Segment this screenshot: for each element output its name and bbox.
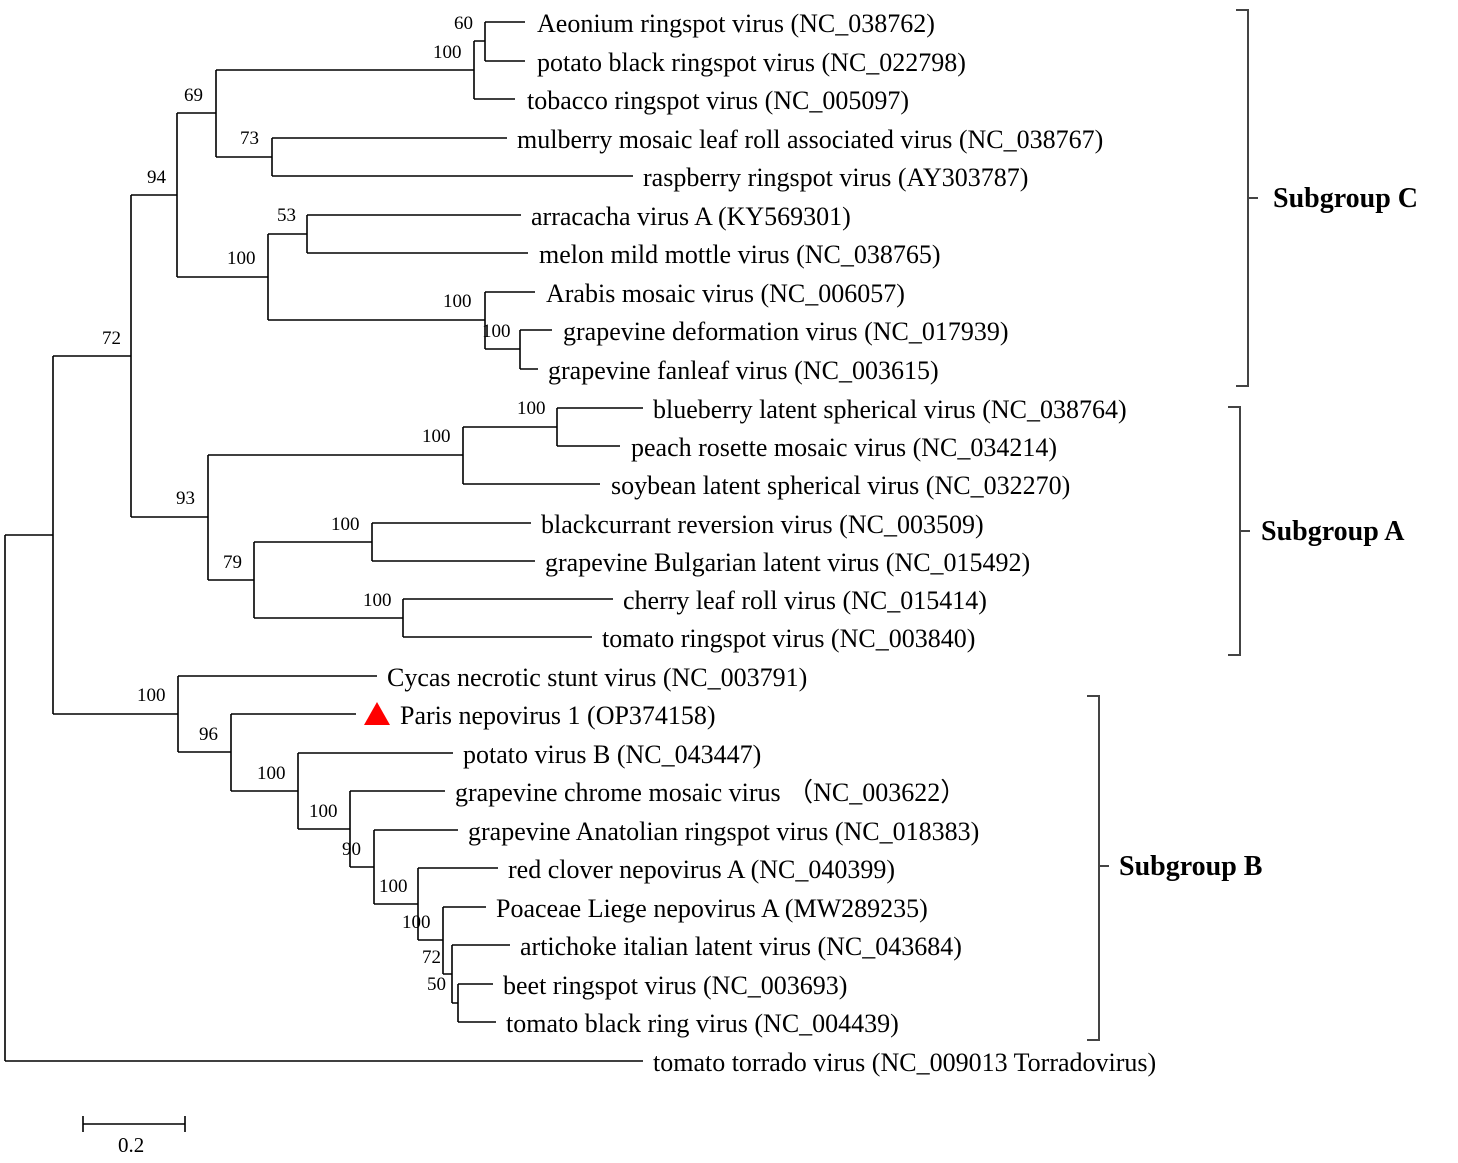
bootstrap-value: 100	[517, 398, 546, 419]
branch-node-100e	[462, 426, 557, 484]
red-triangle-marker	[364, 702, 390, 725]
leaf-label: beet ringspot virus (NC_003693)	[503, 971, 847, 1000]
leaf-label: Cycas necrotic stunt virus (NC_003791)	[387, 663, 807, 692]
bootstrap-value: 100	[227, 248, 256, 269]
branch-node-100l	[53, 676, 179, 752]
leaf-label: arracacha virus A (KY569301)	[531, 202, 851, 231]
branch-node-96	[178, 714, 232, 791]
branch-node-100j	[298, 791, 351, 867]
bootstrap-value: 60	[454, 13, 473, 34]
leaf-label: artichoke italian latent virus (NC_04368…	[520, 932, 962, 961]
branch-node-50	[452, 984, 459, 1022]
leaf-label: blueberry latent spherical virus (NC_038…	[653, 395, 1127, 424]
leaf-labels: Aeonium ringspot virus (NC_038762)potato…	[387, 9, 1156, 1077]
bootstrap-value: 72	[422, 947, 441, 968]
subgroup-brackets	[1087, 9, 1258, 1041]
bootstrap-value: 53	[277, 205, 296, 226]
bootstrap-value: 96	[199, 724, 218, 745]
leaf-label: grapevine Bulgarian latent virus (NC_015…	[545, 548, 1030, 577]
leaf-label: mulberry mosaic leaf roll associated vir…	[517, 125, 1103, 154]
bootstrap-value: 100	[443, 291, 472, 312]
bootstrap-value: 90	[342, 839, 361, 860]
leaf-label: Aeonium ringspot virus (NC_038762)	[537, 9, 935, 38]
leaf-label: Poaceae Liege nepovirus A (MW289235)	[496, 894, 928, 923]
bootstrap-value: 100	[422, 426, 451, 447]
leaf-label: tomato black ring virus (NC_004439)	[506, 1009, 899, 1038]
bracket-subgroup-b	[1087, 695, 1109, 1041]
leaf-label: tomato torrado virus (NC_009013 Torradov…	[653, 1048, 1156, 1077]
branch-root	[4, 534, 53, 1061]
leaf-label: raspberry ringspot virus (AY303787)	[643, 163, 1028, 192]
bootstrap-value: 79	[223, 552, 242, 573]
leaf-label: grapevine deformation virus (NC_017939)	[563, 317, 1009, 346]
leaf-label: grapevine Anatolian ringspot virus (NC_0…	[468, 817, 979, 846]
bootstrap-value: 100	[257, 763, 286, 784]
subgroup-a-label: Subgroup A	[1261, 516, 1405, 547]
bootstrap-value: 100	[137, 685, 166, 706]
bracket-subgroup-a	[1228, 406, 1250, 656]
branch-node-100h	[418, 907, 444, 974]
bootstrap-value: 100	[402, 912, 431, 933]
leaf-label: peach rosette mosaic virus (NC_034214)	[631, 433, 1057, 462]
leaf-label: potato black ringspot virus (NC_022798)	[537, 48, 966, 77]
bootstrap-value: 100	[379, 876, 408, 897]
scale-bar-label: 0.2	[118, 1133, 144, 1157]
leaf-label: tomato ringspot virus (NC_003840)	[602, 624, 975, 653]
leaf-label: blackcurrant reversion virus (NC_003509)	[541, 510, 984, 539]
subgroup-b-label: Subgroup B	[1119, 851, 1262, 882]
scale-bar: 0.2	[82, 1116, 186, 1157]
branch-node-90	[350, 830, 375, 904]
leaf-label: grapevine fanleaf virus (NC_003615)	[548, 356, 939, 385]
branch-node-72	[130, 194, 208, 518]
bootstrap-value: 100	[331, 514, 360, 535]
leaf-label: grapevine chrome mosaic virus （NC_003622…	[455, 778, 966, 807]
branch-node-100i	[374, 868, 419, 940]
bootstrap-value: 100	[433, 42, 462, 63]
leaf-label: melon mild mottle virus (NC_038765)	[539, 240, 941, 269]
bootstrap-labels: 60 100 69 73 94 53 100 100 100 72 100 100 93 100 79 100…	[102, 13, 546, 995]
bootstrap-value: 50	[427, 974, 446, 995]
bootstrap-value: 100	[363, 590, 392, 611]
bootstrap-value: 94	[147, 167, 167, 188]
subgroup-c-label: Subgroup C	[1273, 183, 1418, 214]
leaf-label: Arabis mosaic virus (NC_006057)	[546, 279, 905, 308]
bracket-subgroup-c	[1236, 9, 1258, 387]
bootstrap-value: 93	[176, 488, 195, 509]
branch-node-72b	[443, 945, 453, 1003]
bootstrap-value: 69	[184, 85, 203, 106]
bootstrap-value: 100	[309, 801, 338, 822]
leaf-label: red clover nepovirus A (NC_040399)	[508, 855, 895, 884]
tree-branches	[4, 21, 643, 1062]
leaf-label: tobacco ringspot virus (NC_005097)	[527, 86, 909, 115]
leaf-label: soybean latent spherical virus (NC_03227…	[611, 471, 1070, 500]
bootstrap-value: 100	[482, 321, 511, 342]
bootstrap-value: 73	[240, 128, 259, 149]
bootstrap-value: 72	[102, 328, 121, 349]
scale-bar-line	[82, 1116, 186, 1132]
branch-node-root-inner	[52, 355, 131, 714]
branch-node-100a	[473, 40, 485, 99]
leaf-label: potato virus B (NC_043447)	[463, 740, 761, 769]
leaf-label: Paris nepovirus 1 (OP374158)	[400, 701, 716, 730]
branch-node-100k	[231, 753, 299, 829]
leaf-label: cherry leaf roll virus (NC_015414)	[623, 586, 987, 615]
